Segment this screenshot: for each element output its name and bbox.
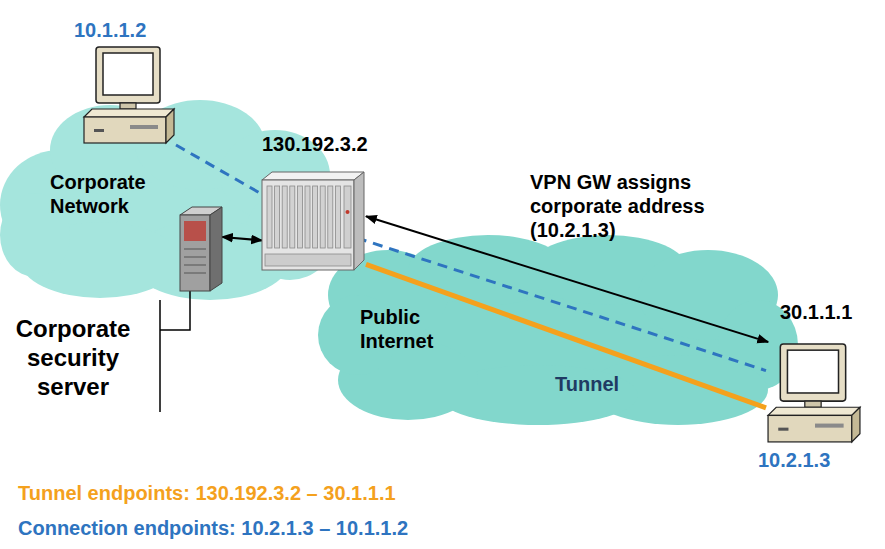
computer-part bbox=[768, 407, 860, 415]
device-label-holder: 130.192.3.2 bbox=[262, 132, 368, 156]
server-tower-part bbox=[180, 215, 210, 291]
device-label: Corporate security server bbox=[2, 315, 144, 401]
vpn-gateway-part bbox=[313, 186, 318, 248]
computer-part bbox=[94, 129, 104, 132]
vpn-gateway-part bbox=[265, 254, 351, 266]
internet-cloud: Public Internet bbox=[318, 235, 800, 425]
vpn-gateway-part bbox=[346, 210, 350, 214]
computer-part bbox=[815, 424, 844, 428]
server-tower-part bbox=[210, 207, 222, 291]
vpn-gateway-part bbox=[305, 186, 310, 248]
computer-part bbox=[130, 125, 158, 129]
vpn-gateway-part bbox=[282, 186, 287, 248]
cloud-label: Public Internet bbox=[360, 305, 460, 353]
vpn-gateway-part bbox=[335, 186, 340, 248]
computer-part bbox=[84, 117, 166, 143]
edge-label-holder: VPN GW assigns corporate address (10.2.1… bbox=[530, 170, 775, 242]
endpoint-note: Connection endpoints: 10.2.1.3 – 10.1.1.… bbox=[18, 516, 408, 540]
vpn-gateway-part bbox=[328, 186, 333, 248]
vpn-gateway-part bbox=[354, 172, 364, 270]
device-label-holder: 30.1.1.1 bbox=[780, 300, 852, 324]
computer-part bbox=[103, 53, 153, 95]
leader-bracket bbox=[160, 291, 190, 412]
computer-part bbox=[780, 344, 845, 401]
device-label-holder: 10.1.1.2 bbox=[74, 18, 146, 42]
server-tower-icon bbox=[180, 205, 222, 291]
server-tower-part bbox=[184, 221, 206, 241]
computer-part bbox=[852, 407, 860, 442]
server-tower-part bbox=[184, 273, 206, 274]
endpoint-note-holder: Tunnel endpoints: 130.192.3.2 – 30.1.1.1 bbox=[18, 481, 396, 505]
computer-part bbox=[96, 47, 160, 103]
cloud-label: Corporate Network bbox=[50, 170, 170, 218]
computer-icon bbox=[82, 45, 176, 147]
computer-part bbox=[120, 103, 136, 109]
edge-label: Tunnel bbox=[555, 372, 619, 396]
vpn-gateway-part bbox=[344, 186, 351, 248]
vpn-gateway-part bbox=[275, 186, 280, 248]
server-tower: Corporate security server bbox=[180, 205, 222, 291]
vpn-gateway: 130.192.3.2 bbox=[262, 172, 366, 270]
vpn-gateway-part bbox=[290, 186, 295, 248]
computer-part bbox=[787, 350, 838, 393]
computer-part bbox=[84, 109, 174, 117]
server-tower-part bbox=[184, 265, 206, 266]
computer-part bbox=[166, 109, 174, 143]
computer: 10.1.1.2 bbox=[82, 45, 176, 147]
computer-part bbox=[805, 401, 821, 407]
vpn-gateway-part bbox=[297, 186, 302, 248]
vpn-gateway-part bbox=[267, 186, 272, 248]
edge-label: VPN GW assigns corporate address (10.2.1… bbox=[530, 170, 775, 242]
vpn-gateway-part bbox=[262, 172, 364, 180]
edge-label-holder: Tunnel bbox=[555, 372, 619, 396]
server-tower-part bbox=[184, 257, 206, 258]
device-label-holder: Corporate security server bbox=[2, 315, 144, 401]
endpoint-note-holder: Connection endpoints: 10.2.1.3 – 10.1.1.… bbox=[18, 516, 408, 540]
vpn-gateway-part bbox=[262, 180, 354, 270]
device-label: 30.1.1.1 bbox=[780, 300, 852, 324]
computer-part bbox=[768, 415, 852, 442]
device-label: 130.192.3.2 bbox=[262, 132, 368, 156]
device-label: 10.1.1.2 bbox=[74, 18, 146, 42]
server-tower-part bbox=[184, 249, 206, 250]
device-label-holder: 10.2.1.3 bbox=[758, 448, 830, 472]
computer-part bbox=[778, 428, 788, 431]
device-label: 10.2.1.3 bbox=[758, 448, 830, 472]
endpoint-note: Tunnel endpoints: 130.192.3.2 – 30.1.1.1 bbox=[18, 481, 396, 505]
vpn-gateway-part bbox=[320, 186, 325, 248]
computer-icon bbox=[766, 342, 862, 446]
vpn-gateway-icon bbox=[262, 172, 366, 270]
computer: 30.1.1.110.2.1.3 bbox=[766, 342, 862, 446]
cloud-label-holder: Corporate Network bbox=[50, 170, 170, 218]
cloud-label-holder: Public Internet bbox=[360, 305, 460, 353]
